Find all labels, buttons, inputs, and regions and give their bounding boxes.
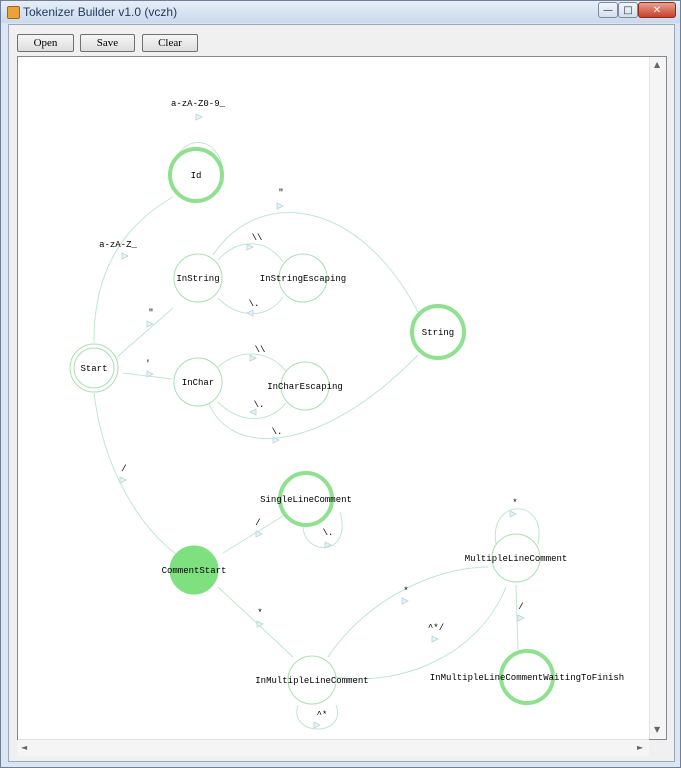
edge-commentstart-inmulti [217,586,294,658]
edge-arrow-marker [246,309,254,317]
state-in-char-escaping-label: InCharEscaping [267,382,343,392]
label-instring-escape-back: \. [249,299,260,309]
state-multiple-line-comment[interactable]: MultipleLineComment [465,533,568,583]
edge-start-commentstart [93,392,181,558]
edge-arrow-marker [256,620,264,628]
label-inchar-escape-back: \. [254,400,265,410]
state-id[interactable]: Id [168,147,224,203]
minimize-button[interactable]: — [598,2,618,18]
state-in-char[interactable]: InChar [173,357,223,407]
scroll-right-icon[interactable]: ► [637,743,644,752]
edge-arrow-marker [509,510,517,518]
state-in-multiple-line-comment[interactable]: InMultipleLineComment [255,655,369,705]
vertical-scrollbar[interactable]: ▲ ▼ [649,57,666,739]
state-single-line-comment-label: SingleLineComment [260,495,352,505]
edge-escaping-inchar [217,401,287,420]
state-in-string[interactable]: InString [173,253,223,303]
label-start-instring: " [148,308,153,318]
state-string-label: String [422,328,454,338]
state-string[interactable]: String [410,304,466,360]
title-bar[interactable]: Tokenizer Builder v1.0 (vczh) — □ ✕ [1,1,680,23]
state-start[interactable]: Start [69,343,119,393]
label-instring-string: " [278,188,283,198]
window-title: Tokenizer Builder v1.0 (vczh) [23,5,178,19]
state-in-string-escaping[interactable]: InStringEscaping [260,253,346,303]
label-start-id: a-zA-Z_ [99,240,137,250]
label-inchar-string: \. [272,427,283,437]
clear-button[interactable]: Clear [142,34,198,52]
edge-start-instring [115,307,174,359]
label-start-commentstart: / [121,464,126,474]
state-id-label: Id [191,171,202,181]
state-in-string-escaping-label: InStringEscaping [260,274,346,284]
edge-inmulti-multi [327,566,489,658]
edge-arrow-marker [195,113,203,121]
state-in-char-escaping[interactable]: InCharEscaping [267,361,343,411]
label-instring-escape: \\ [252,233,263,243]
edge-arrow-marker [431,635,439,643]
state-start-label: Start [80,364,107,374]
edge-arrow-marker [119,476,127,484]
edge-multi-inmulti [335,586,507,680]
edge-arrow-marker [146,370,154,378]
scroll-down-icon[interactable]: ▼ [654,725,661,734]
edge-arrow-marker [249,408,257,416]
edge-arrow-marker [324,541,332,549]
open-button[interactable]: Open [17,34,74,52]
state-waiting-to-finish[interactable]: InMultipleLineCommentWaitingToFinish [430,649,624,705]
edge-arrow-marker [517,614,525,622]
label-commentstart-inmulti: * [257,608,262,618]
edge-arrow-marker [276,202,284,210]
state-in-string-label: InString [176,274,219,284]
edge-inmulti-loop [296,704,339,730]
label-multi-waiting: / [518,602,523,612]
label-id-loop: a-zA-Z0-9_ [171,99,226,109]
edge-arrow-marker [401,597,409,605]
edge-arrow-marker [246,243,254,251]
label-multi-loop: * [512,498,517,508]
state-waiting-to-finish-label: InMultipleLineCommentWaitingToFinish [430,673,624,683]
client-area: Open Save Clear [8,24,675,762]
edge-arrow-marker [255,530,263,538]
edge-instring-escaping [217,243,284,263]
state-comment-start[interactable]: CommentStart [162,545,227,595]
label-inchar-escape: \\ [255,345,266,355]
label-commentstart-single: / [255,518,260,528]
horizontal-scrollbar[interactable]: ◄ ► [18,739,649,756]
edge-inchar-escaping [217,353,287,372]
edge-arrow-marker [272,436,280,444]
state-multiple-line-comment-label: MultipleLineComment [465,554,568,564]
label-start-inchar: ' [145,359,150,369]
state-graph[interactable]: Start Id InString InStringEscaping [18,57,666,739]
scroll-up-icon[interactable]: ▲ [654,60,661,69]
edge-multi-waiting [515,584,519,651]
label-single-loop: \. [323,528,334,538]
edge-commentstart-single [222,512,289,554]
edge-arrow-marker [313,721,321,729]
edge-instring-string [212,212,419,313]
close-button[interactable]: ✕ [638,2,676,18]
label-inmulti-multi: * [403,586,408,596]
label-multi-inmulti: ^*/ [428,623,444,633]
state-graph-canvas[interactable]: Start Id InString InStringEscaping [17,56,667,740]
label-inmulti-loop: ^* [317,710,328,720]
maximize-button[interactable]: □ [618,2,638,18]
state-in-char-label: InChar [182,378,214,388]
state-comment-start-label: CommentStart [162,566,227,576]
edge-arrow-marker [121,252,129,260]
scroll-left-icon[interactable]: ◄ [21,743,28,752]
save-button[interactable]: Save [80,34,135,52]
edge-arrow-marker [249,354,257,362]
state-in-multiple-line-comment-label: InMultipleLineComment [255,676,368,686]
state-single-line-comment[interactable]: SingleLineComment [260,471,352,527]
edge-arrow-marker [146,320,154,328]
app-icon [7,6,20,19]
edge-multi-loop [494,508,540,545]
edge-inchar-string [207,354,419,439]
edge-start-id [93,196,174,344]
